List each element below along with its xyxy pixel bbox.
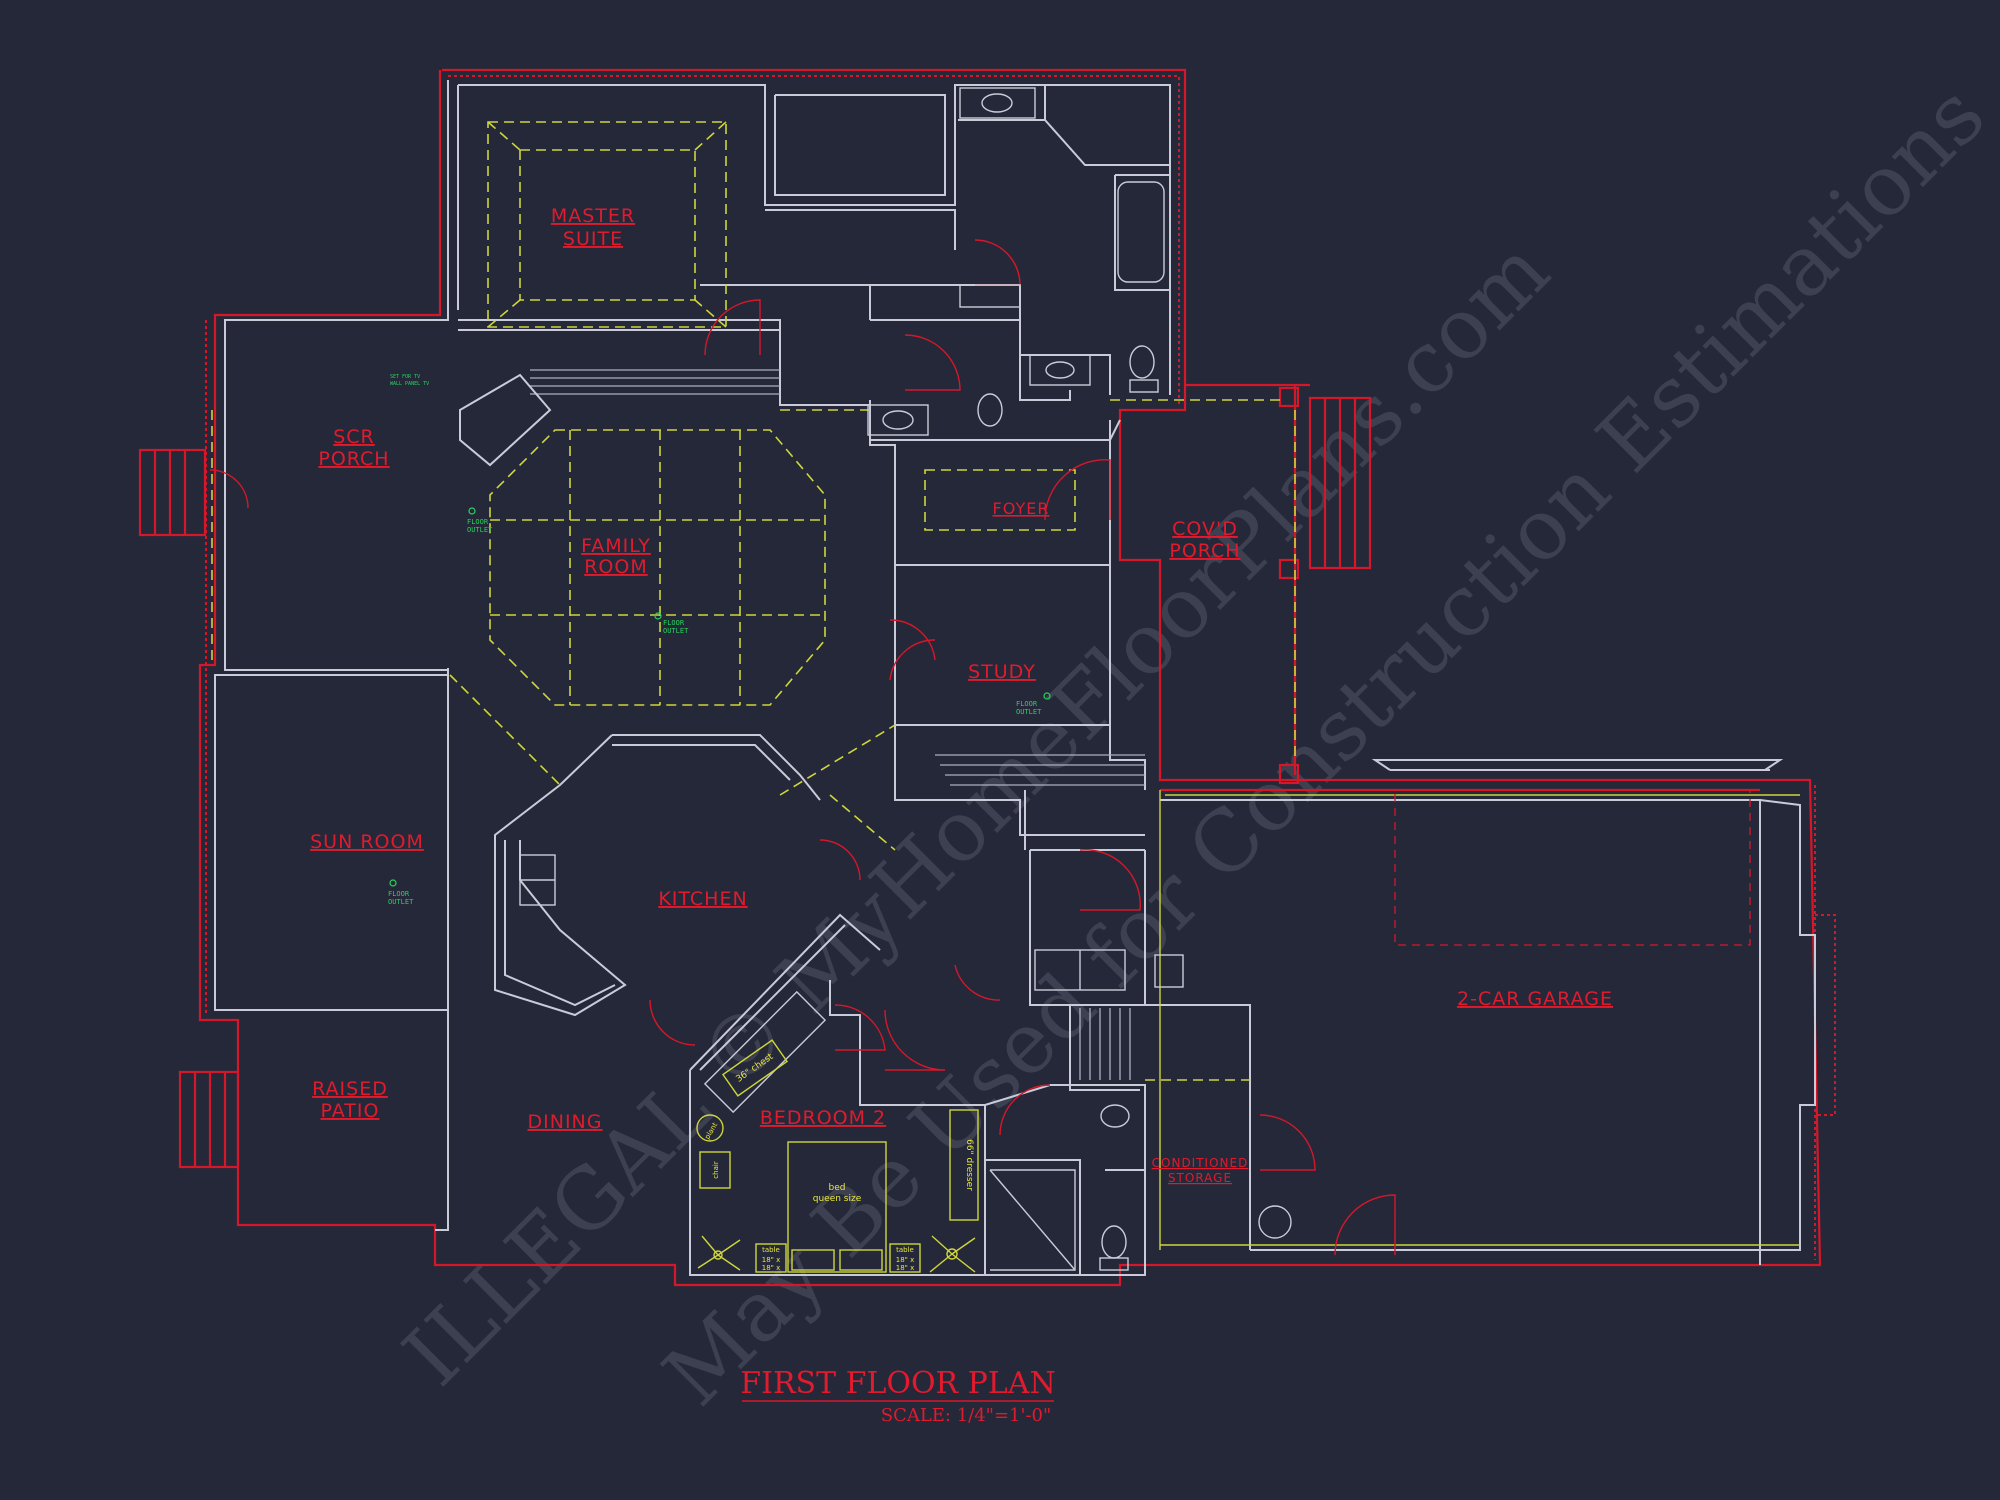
label-master-suite-2: SUITE bbox=[563, 228, 623, 250]
label-conditioned-storage-2: STORAGE bbox=[1168, 1171, 1232, 1185]
ceiling-features bbox=[211, 121, 1800, 1250]
floor-outlet-4-line-1: FLOOR bbox=[388, 890, 410, 898]
plant-left bbox=[697, 1235, 741, 1271]
label-garage: 2-CAR GARAGE bbox=[1457, 988, 1613, 1010]
floor-outlet-2-line-1: FLOOR bbox=[663, 619, 685, 627]
label-master-suite-1: MASTER bbox=[551, 205, 635, 227]
plant-right bbox=[929, 1235, 976, 1273]
watermark-line-2: May Be Used for Construction Estimations bbox=[645, 66, 2000, 1425]
label-bedroom-2: BEDROOM 2 bbox=[760, 1107, 886, 1129]
bedroom-furniture bbox=[696, 1039, 979, 1273]
tv-note-line-2: WALL PANEL TV bbox=[390, 381, 429, 387]
label-dining: DINING bbox=[528, 1111, 603, 1133]
table-left-label-1: table bbox=[762, 1246, 780, 1254]
label-family-room-2: ROOM bbox=[584, 556, 648, 578]
label-scr-porch-2: PORCH bbox=[318, 448, 389, 470]
exterior-walls bbox=[138, 68, 1836, 1287]
label-sun-room: SUN ROOM bbox=[310, 831, 424, 853]
chair-label: chair bbox=[712, 1161, 720, 1179]
label-family-room-1: FAMILY bbox=[581, 535, 651, 557]
plan-scale: SCALE: 1/4"=1'-0" bbox=[881, 1405, 1052, 1426]
room-labels: MASTER SUITE SCR PORCH FAMILY ROOM FOYER… bbox=[310, 205, 1613, 1185]
table-right-label-3: 18" x bbox=[896, 1264, 915, 1272]
bed-label-2: queen size bbox=[813, 1194, 862, 1204]
interior-walls bbox=[214, 80, 1816, 1276]
table-right-label-2: 18" x bbox=[896, 1256, 915, 1264]
table-right-label-1: table bbox=[896, 1246, 914, 1254]
label-covd-porch-2: PORCH bbox=[1169, 540, 1240, 562]
table-left-label-3: 18" x bbox=[762, 1264, 781, 1272]
floor-outlet-3-line-2: OUTLET bbox=[1016, 708, 1042, 716]
label-raised-patio-1: RAISED bbox=[312, 1078, 388, 1100]
title-block: FIRST FLOOR PLAN SCALE: 1/4"=1'-0" bbox=[740, 1366, 1055, 1426]
floor-outlet-3-line-1: FLOOR bbox=[1016, 700, 1038, 708]
floor-outlet-1-line-2: OUTLET bbox=[467, 526, 493, 534]
door-swings bbox=[209, 239, 1396, 1256]
label-scr-porch-1: SCR bbox=[333, 426, 375, 448]
bed-label-1: bed bbox=[829, 1183, 846, 1193]
floor-outlet-2-line-2: OUTLET bbox=[663, 627, 689, 635]
label-kitchen: KITCHEN bbox=[658, 888, 747, 910]
label-foyer: FOYER bbox=[993, 499, 1050, 518]
label-raised-patio-2: PATIO bbox=[321, 1100, 380, 1122]
label-study: STUDY bbox=[968, 661, 1036, 683]
label-covd-porch-1: COV'D bbox=[1172, 518, 1238, 540]
plumbing-fixtures bbox=[867, 87, 1292, 1271]
floor-outlet-notes: FLOOR OUTLET FLOOR OUTLET FLOOR OUTLET F… bbox=[388, 374, 1051, 906]
watermark-line-1: ILLEGAL © MyHomeFloorPlans.com bbox=[385, 221, 1568, 1404]
tv-note-line-1: SET FOR TV bbox=[390, 374, 420, 380]
dresser-label: 66" dresser bbox=[964, 1139, 974, 1191]
label-conditioned-storage-1: CONDITIONED bbox=[1152, 1156, 1249, 1170]
garage-parking-outline bbox=[1394, 789, 1751, 946]
table-left-label-2: 18" x bbox=[762, 1256, 781, 1264]
plan-title: FIRST FLOOR PLAN bbox=[740, 1366, 1055, 1401]
floor-outlet-4-line-2: OUTLET bbox=[388, 898, 414, 906]
floor-outlet-1-line-1: FLOOR bbox=[467, 518, 489, 526]
